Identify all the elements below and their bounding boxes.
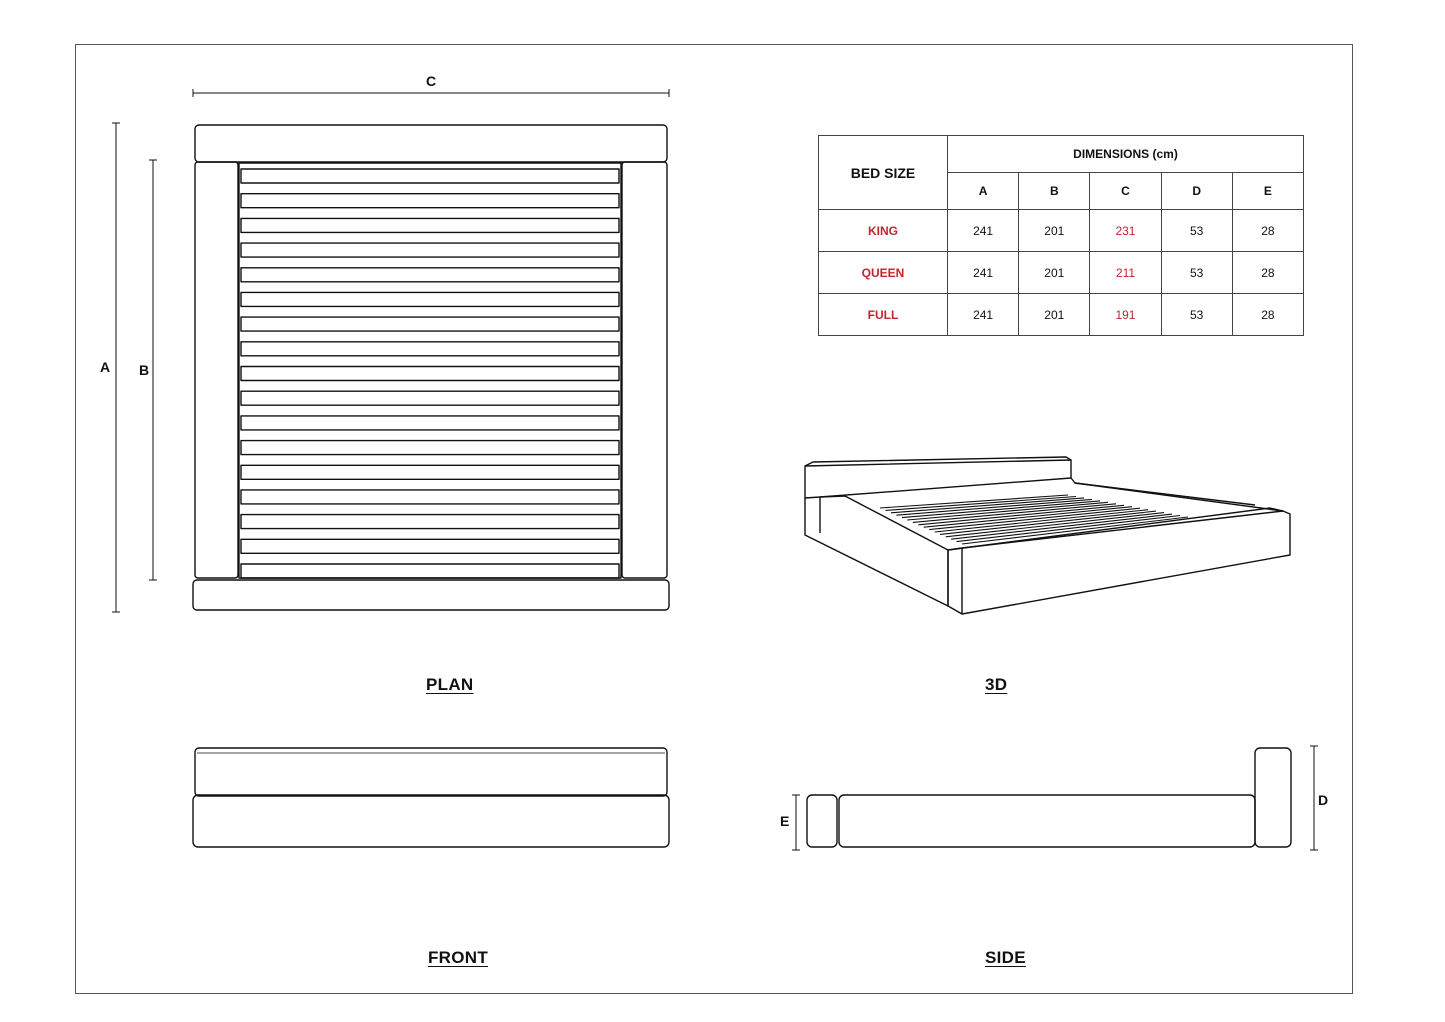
- plan-slat-frame: [238, 162, 622, 579]
- bed-size-label: FULL: [818, 293, 948, 336]
- 3d-slat: [929, 507, 1141, 531]
- table-cell: 53: [1160, 251, 1233, 294]
- plan-slat: [240, 217, 620, 234]
- table-cell: 28: [1231, 293, 1305, 336]
- side-footboard: [806, 794, 838, 848]
- table-cell: 191: [1089, 293, 1162, 336]
- plan-slat: [240, 439, 620, 456]
- table-cell: 201: [1018, 251, 1091, 294]
- plan-right-rail: [621, 161, 668, 579]
- plan-slat: [240, 192, 620, 209]
- table-cell: 201: [1018, 293, 1091, 336]
- bed-size-label: QUEEN: [818, 251, 948, 294]
- table-cell: 28: [1231, 209, 1305, 252]
- plan-slat: [240, 489, 620, 505]
- front-view-drawing: [192, 747, 670, 848]
- bed-size-header: BED SIZE: [818, 135, 948, 210]
- table-row: FULL 241 201 191 53 28: [818, 293, 1305, 336]
- side-rail: [838, 794, 1256, 848]
- plan-left-rail: [194, 161, 239, 579]
- 3d-slats: [879, 494, 1189, 545]
- 3d-slat: [912, 503, 1117, 523]
- plan-slat: [240, 365, 620, 382]
- 3d-slat: [956, 514, 1181, 543]
- plan-slat: [240, 291, 620, 308]
- side-view-label: SIDE: [985, 948, 1026, 967]
- plan-slat: [240, 390, 620, 406]
- dimension-e-label: E: [780, 813, 790, 829]
- column-header: A: [946, 172, 1020, 210]
- plan-slat: [240, 341, 620, 357]
- 3d-slat: [907, 501, 1109, 521]
- table-cell: 241: [946, 293, 1020, 336]
- front-view-label: FRONT: [428, 948, 489, 967]
- plan-footboard: [192, 579, 670, 611]
- 3d-slat: [890, 497, 1085, 514]
- 3d-slat: [923, 506, 1133, 528]
- dimension-c-label: C: [426, 73, 437, 89]
- dimensions-header: DIMENSIONS (cm): [947, 135, 1304, 173]
- plan-slats: [240, 168, 620, 579]
- dimension-d-label: D: [1318, 792, 1329, 808]
- column-header: D: [1160, 172, 1233, 210]
- side-view-drawing: [792, 745, 1318, 851]
- plan-slat: [240, 242, 620, 258]
- table-cell: 28: [1231, 251, 1305, 294]
- plan-view-drawing: [112, 89, 670, 613]
- table-cell: 53: [1160, 209, 1233, 252]
- 3d-view-label: 3D: [985, 675, 1008, 694]
- drawing-sheet-border: [75, 44, 1353, 994]
- table-cell: 53: [1160, 293, 1233, 336]
- table-row: QUEEN 241 201 211 53 28: [818, 251, 1305, 294]
- front-headboard: [194, 747, 668, 797]
- plan-slat: [240, 267, 620, 283]
- dimension-a-label: A: [100, 359, 111, 375]
- column-header: C: [1089, 172, 1162, 210]
- plan-slat: [240, 464, 620, 480]
- 3d-slat: [940, 510, 1157, 535]
- table-row: KING 241 201 231 53 28: [818, 209, 1305, 252]
- table-cell: 211: [1089, 251, 1162, 294]
- table-cell: 241: [946, 251, 1020, 294]
- bed-size-label: KING: [818, 209, 948, 252]
- dimensions-table: BED SIZE DIMENSIONS (cm) A B C D E KING …: [818, 135, 1305, 336]
- front-footboard: [192, 794, 670, 848]
- plan-slat: [240, 563, 620, 579]
- plan-headboard: [194, 124, 668, 163]
- 3d-slat: [951, 513, 1173, 540]
- plan-view-label: PLAN: [426, 675, 474, 694]
- 3d-slat: [934, 509, 1149, 533]
- plan-slat: [240, 168, 620, 184]
- table-cell: 241: [946, 209, 1020, 252]
- 3d-slat: [901, 500, 1101, 519]
- plan-slat: [240, 538, 620, 554]
- 3d-slat: [896, 498, 1093, 516]
- plan-slat: [240, 316, 620, 332]
- 3d-slat: [879, 494, 1069, 509]
- 3d-slat: [885, 495, 1077, 511]
- table-cell: 201: [1018, 209, 1091, 252]
- plan-slat: [240, 513, 620, 530]
- dimension-b-label: B: [139, 362, 150, 378]
- 3d-view-drawing: [804, 456, 1291, 615]
- column-header: E: [1231, 172, 1305, 210]
- 3d-slat: [961, 516, 1189, 545]
- column-header: B: [1018, 172, 1091, 210]
- 3d-slat: [945, 512, 1165, 538]
- 3d-slat: [918, 504, 1125, 526]
- side-headboard: [1254, 747, 1292, 848]
- table-cell: 231: [1089, 209, 1162, 252]
- plan-slat: [240, 415, 620, 431]
